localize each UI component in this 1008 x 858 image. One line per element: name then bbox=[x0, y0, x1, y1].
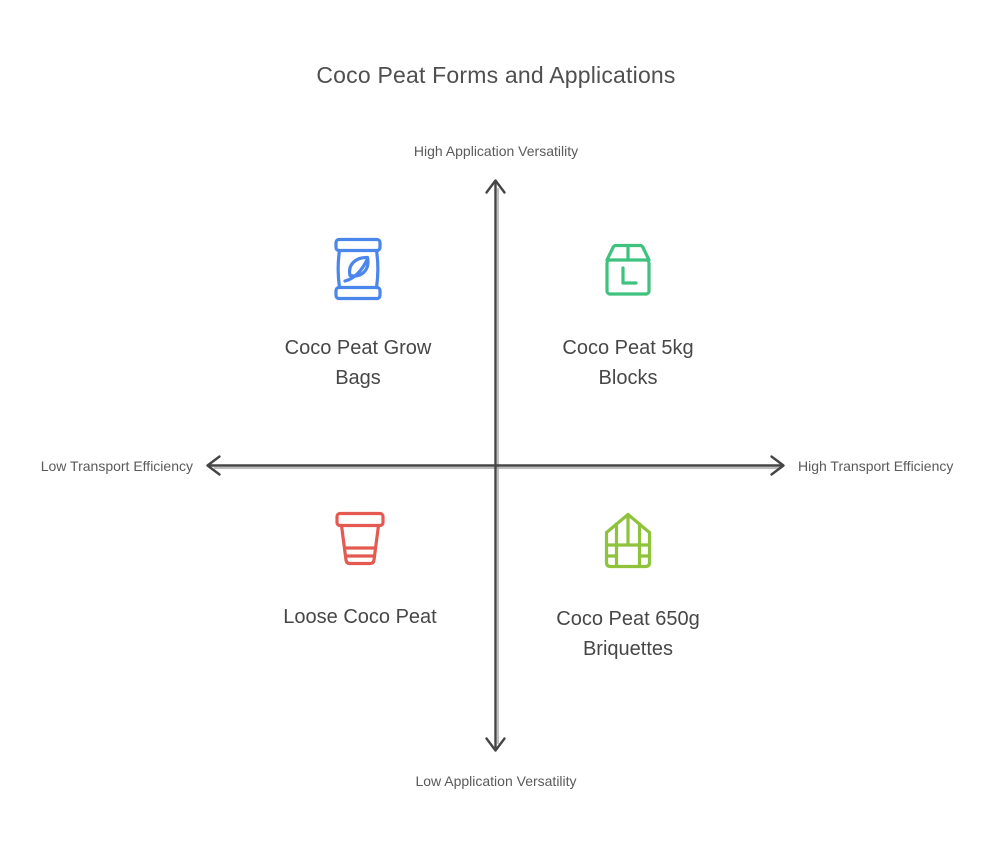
quadrant-label: Loose Coco Peat bbox=[283, 606, 437, 628]
grow-bag-leaf-icon bbox=[334, 237, 382, 301]
quadrant-bottom-right: Coco Peat 650g Briquettes bbox=[518, 510, 738, 664]
greenhouse-icon bbox=[604, 512, 652, 569]
block-package-icon bbox=[605, 243, 651, 296]
page-title: Coco Peat Forms and Applications bbox=[316, 62, 676, 88]
axis-label-right: High Transport Efficiency bbox=[798, 458, 954, 474]
axis-label-top: High Application Versatility bbox=[413, 143, 579, 159]
quadrant-label: Coco Peat 5kg Blocks bbox=[562, 337, 694, 389]
quadrant-top-right: Coco Peat 5kg Blocks bbox=[518, 237, 738, 393]
axis-label-bottom: Low Application Versatility bbox=[415, 773, 577, 789]
quadrant-label: Coco Peat Grow Bags bbox=[284, 337, 432, 389]
arrowhead-down-icon bbox=[485, 737, 506, 752]
arrowhead-up-icon bbox=[485, 179, 506, 194]
flower-pot-icon bbox=[335, 511, 385, 566]
quadrant-top-left: Coco Peat Grow Bags bbox=[248, 237, 468, 393]
arrowhead-right-icon bbox=[770, 455, 785, 476]
quadrant-label: Coco Peat 650g Briquettes bbox=[556, 608, 700, 660]
arrowhead-left-icon bbox=[206, 455, 221, 476]
quadrant-bottom-left: Loose Coco Peat bbox=[250, 510, 470, 632]
axis-label-left: Low Transport Efficiency bbox=[40, 458, 193, 474]
